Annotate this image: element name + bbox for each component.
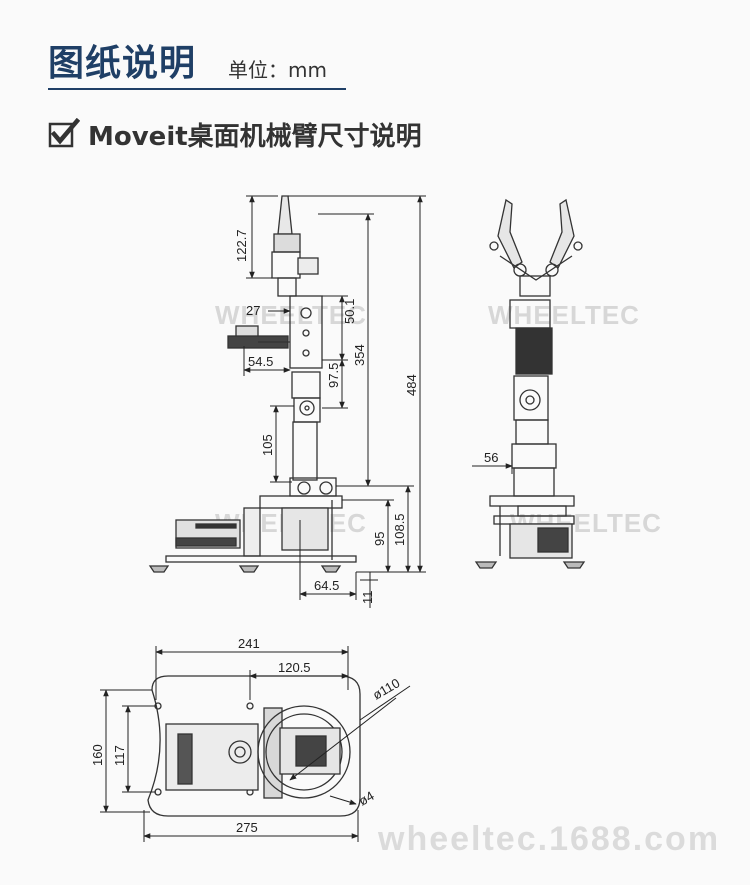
dim-64-5: 64.5 [314, 578, 339, 593]
unit-label: 单位：mm [228, 58, 327, 82]
watermark-site: wheeltec.1688.com [377, 820, 720, 858]
side-view-dimension-labels: 122.7 27 50.1 54.5 97.5 354 484 105 108.… [234, 229, 419, 604]
subtitle-text: Moveit桌面机械臂尺寸说明 [88, 122, 422, 152]
dim-27: 27 [246, 303, 260, 318]
dim-54-5: 54.5 [248, 354, 273, 369]
watermark-brand: WHEELTEC [488, 300, 640, 330]
dim-11: 11 [360, 591, 375, 605]
dim-105: 105 [260, 434, 275, 456]
dim-97-5: 97.5 [326, 363, 341, 388]
top-view-dimension-labels: 241 120.5 ø110 160 117 ø4 275 [90, 636, 402, 835]
dim-110: ø110 [370, 675, 402, 702]
header: 图纸说明 单位：mm [48, 34, 348, 90]
dim-160: 160 [90, 744, 105, 766]
dim-122-7: 122.7 [234, 229, 249, 262]
top-view [147, 675, 361, 817]
dim-117: 117 [112, 745, 127, 766]
dim-4: ø4 [356, 788, 377, 809]
front-view-dimensions [472, 460, 513, 474]
side-view-dimensions [243, 195, 426, 608]
dim-275: 275 [236, 820, 258, 835]
page-title: 图纸说明 [48, 43, 197, 84]
checkbox-check-icon [48, 118, 80, 148]
dim-354: 354 [352, 344, 367, 366]
title-underline [48, 88, 346, 90]
dim-120-5: 120.5 [278, 660, 311, 675]
front-view-arm [474, 198, 586, 569]
dim-56: 56 [484, 450, 498, 465]
dim-241: 241 [238, 636, 260, 651]
dim-50-1: 50.1 [342, 299, 357, 324]
dim-95: 95 [372, 532, 387, 546]
top-view-dimensions [100, 646, 411, 842]
dim-484: 484 [404, 374, 419, 396]
dim-108-5: 108.5 [392, 513, 407, 546]
